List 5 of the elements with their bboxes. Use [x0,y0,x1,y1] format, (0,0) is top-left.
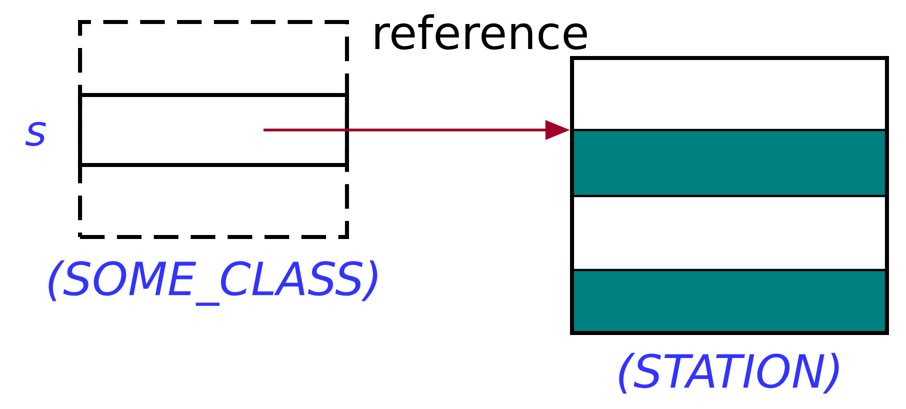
reference-label: reference [375,14,587,50]
node-label: (STATION) [619,352,839,394]
object-box: (STATION) [570,56,889,394]
variable-name: s [25,122,46,146]
node-label: (SOME_CLASS) [48,260,378,306]
